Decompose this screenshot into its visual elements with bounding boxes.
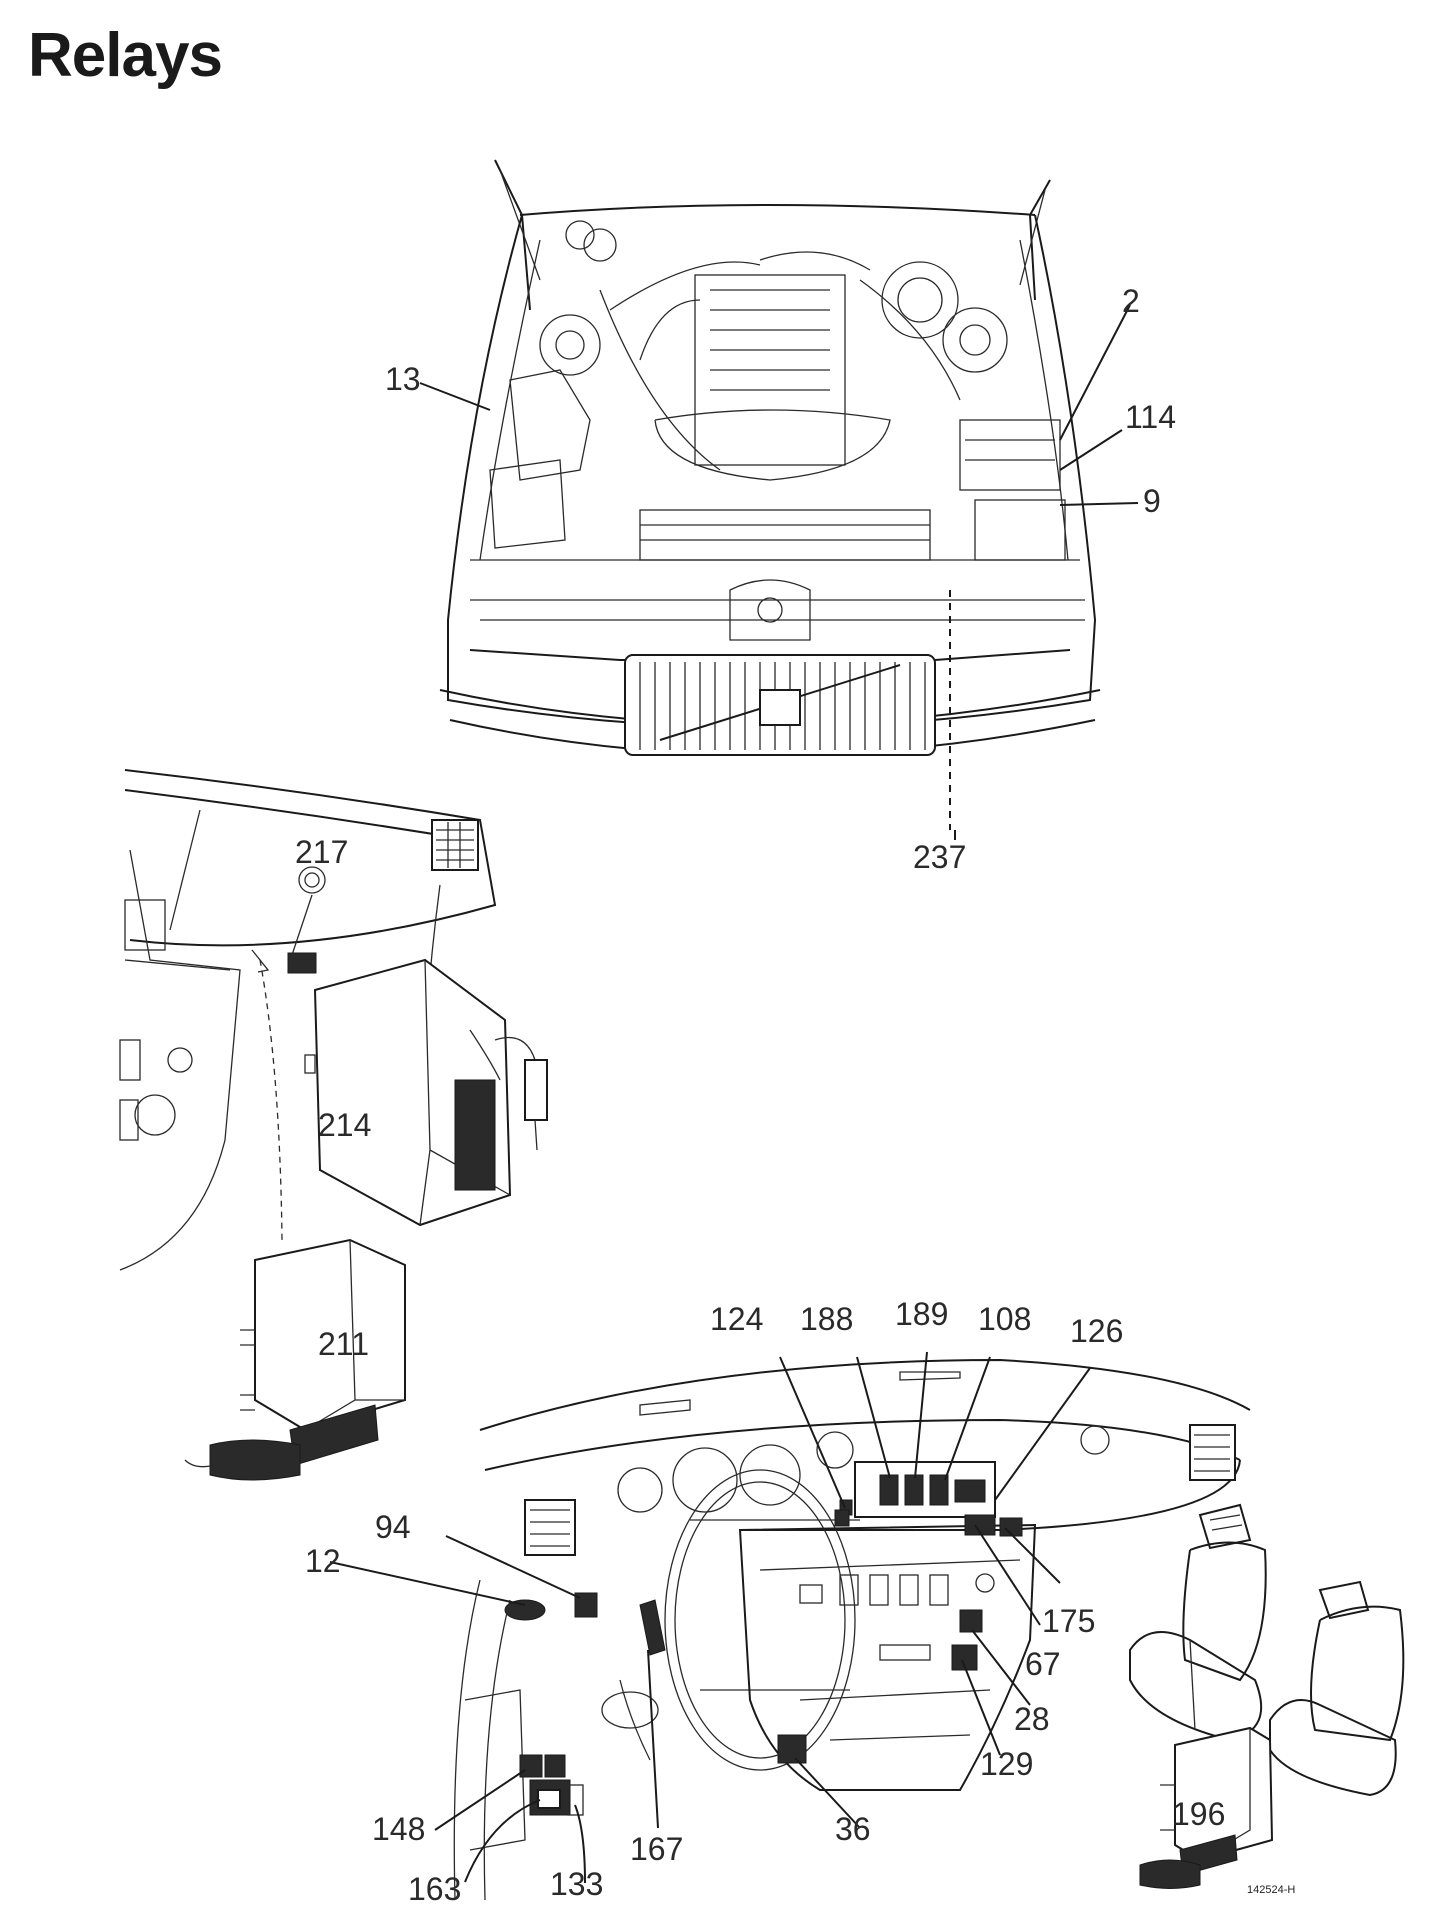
label-196: 196 (1172, 1796, 1225, 1832)
label-36: 36 (835, 1811, 871, 1847)
label-167: 167 (630, 1831, 683, 1867)
main-dash-leaders (329, 1351, 1091, 1884)
label-237: 237 (913, 839, 966, 875)
figure-code: 142524-H (1247, 1884, 1295, 1896)
left-dash-illustration (119, 769, 548, 1481)
label-148: 148 (372, 1811, 425, 1847)
label-163: 163 (408, 1871, 461, 1907)
engine-bay-illustration (439, 159, 1101, 756)
engine-bay-leaders (419, 304, 1139, 840)
label-108: 108 (978, 1301, 1031, 1337)
label-129: 129 (980, 1746, 1033, 1782)
main-dashboard-illustration (453, 1358, 1251, 1901)
label-188: 188 (800, 1301, 853, 1337)
label-12: 12 (305, 1543, 341, 1579)
label-133: 133 (550, 1866, 603, 1902)
label-214: 214 (318, 1107, 371, 1143)
label-114: 114 (1125, 399, 1176, 435)
callout-labels: 13 2 114 9 237 217 214 211 124 188 189 1… (295, 283, 1295, 1907)
label-217: 217 (295, 834, 348, 870)
label-2: 2 (1122, 283, 1140, 319)
label-126: 126 (1070, 1313, 1123, 1349)
label-13: 13 (385, 361, 421, 397)
label-94: 94 (375, 1509, 411, 1545)
label-67: 67 (1025, 1646, 1061, 1682)
label-124: 124 (710, 1301, 763, 1337)
label-28: 28 (1014, 1701, 1050, 1737)
label-189: 189 (895, 1296, 948, 1332)
label-211: 211 (318, 1326, 369, 1362)
seats-illustration (1129, 1503, 1405, 1889)
label-9: 9 (1143, 483, 1161, 519)
page-title: Relays (28, 21, 223, 90)
label-175: 175 (1042, 1603, 1095, 1639)
